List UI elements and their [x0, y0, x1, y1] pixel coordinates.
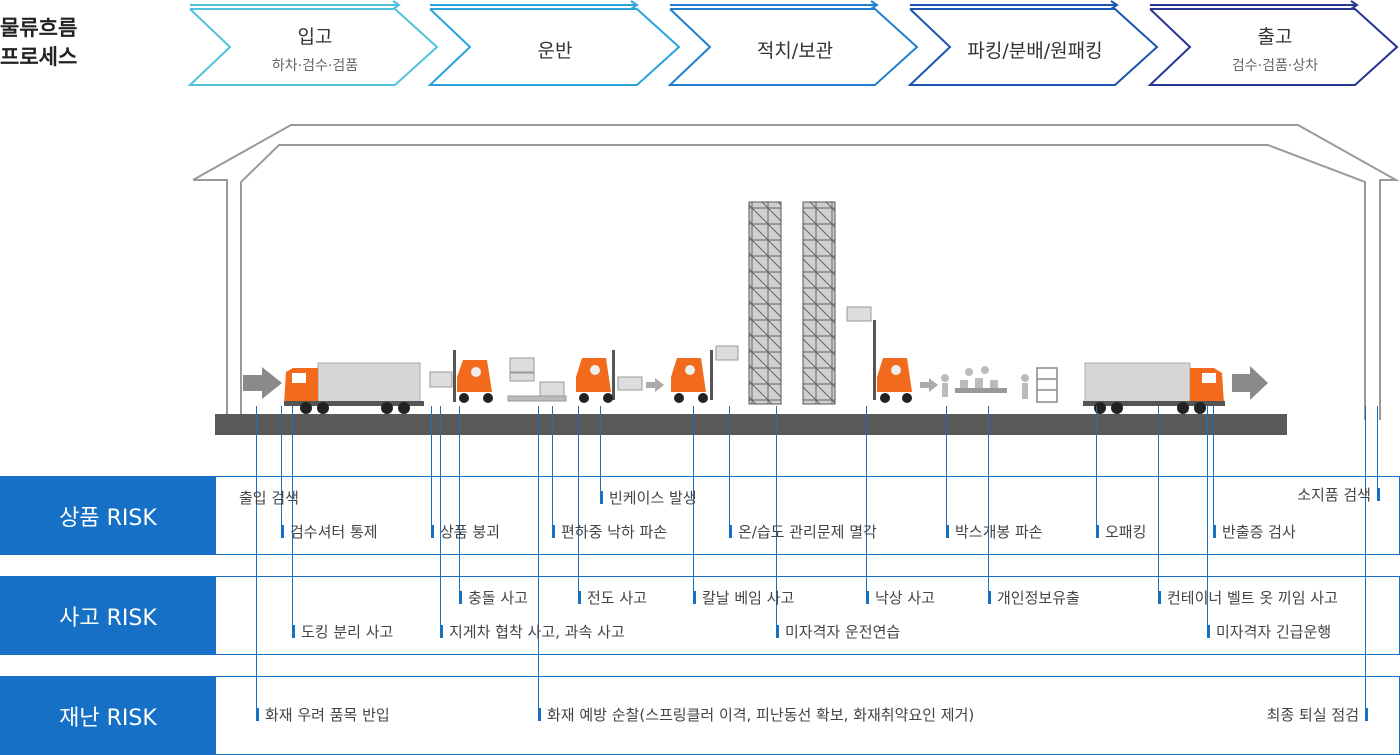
risk-fire-items: 화재 우려 품목 반입	[256, 706, 390, 724]
connector-line	[459, 406, 460, 598]
connector-line	[946, 406, 947, 534]
step-picking-title: 파킹/분배/원패킹	[967, 40, 1103, 62]
step-transport: 운반	[470, 36, 640, 63]
risk-box-open: 박스개봉 파손	[946, 523, 1043, 541]
forklift-icon-3	[671, 345, 739, 403]
inbound-truck-icon	[284, 362, 424, 414]
risk-shutter: 검수셔터 통제	[281, 523, 378, 541]
connector-line	[776, 406, 777, 634]
step-picking: 파킹/분배/원패킹	[950, 36, 1120, 63]
risk-belongings: 소지품 검색	[1297, 486, 1380, 504]
chevron-step-1	[187, 0, 439, 86]
risk-bincase: 빈케이스 발생	[600, 489, 697, 507]
risk-blade: 칼날 베임 사고	[693, 589, 794, 607]
step-storage-title: 적치/보관	[756, 40, 834, 62]
connector-line	[538, 406, 539, 714]
chevron-step-2	[427, 0, 681, 86]
step-outbound-sub: 검수·검품·상차	[1231, 58, 1319, 74]
warehouse-illustration	[192, 124, 1400, 435]
connector-line	[693, 406, 694, 598]
connector-line	[256, 406, 257, 714]
step-transport-title: 운반	[537, 40, 573, 62]
risk-return-slip: 반출증 검사	[1213, 523, 1296, 541]
outbound-arrow-icon	[1232, 366, 1268, 400]
step-outbound-title: 출고	[1257, 26, 1293, 48]
connector-line	[1207, 406, 1208, 634]
risk-tipover: 전도 사고	[578, 589, 647, 607]
picking-arrow-icon	[920, 378, 938, 392]
risk-emergency: 미자격자 긴급운행	[1207, 623, 1331, 641]
product-risk-label: 상품 RISK	[0, 476, 216, 555]
connector-line	[988, 406, 989, 598]
connector-line	[1377, 406, 1378, 498]
risk-privacy: 개인정보유출	[988, 589, 1080, 607]
step-inbound: 입고 하차·검수·검품	[230, 22, 400, 75]
process-chevrons	[187, 0, 1399, 86]
inbound-arrow-icon	[243, 367, 282, 399]
risk-patrol: 화재 예방 순찰(스프링클러 이격, 피난동선 확보, 화재취약요인 제거)	[538, 706, 974, 724]
chevron-step-4	[907, 0, 1159, 86]
storage-rack-icon-1	[748, 201, 782, 405]
connector-line	[292, 406, 293, 634]
risk-temp: 온/습도 관리문제 멸각	[729, 523, 877, 541]
connector-line	[440, 406, 441, 634]
title-line-2: 프로세스	[0, 45, 78, 69]
step-inbound-title: 입고	[297, 26, 333, 48]
step-inbound-sub: 하차·검수·검품	[271, 58, 359, 74]
warehouse-floor	[215, 414, 1287, 435]
accident-risk-label: 사고 RISK	[0, 576, 216, 655]
risk-unlicensed: 미자격자 운전연습	[776, 623, 900, 641]
connector-line	[1158, 406, 1159, 598]
step-storage: 적치/보관	[710, 36, 880, 63]
disaster-risk-label: 재난 RISK	[0, 676, 216, 755]
accident-risk-band	[216, 576, 1400, 655]
risk-falling: 낙상 사고	[866, 589, 935, 607]
forklift-icon-4	[846, 306, 912, 403]
connector-line	[729, 406, 730, 534]
risk-mispack: 오패킹	[1096, 523, 1146, 541]
connector-line	[600, 406, 601, 498]
transport-arrow-icon	[646, 378, 664, 392]
chevron-step-3	[667, 0, 919, 86]
risk-final-check: 최종 퇴실 점검	[1267, 706, 1368, 724]
product-risk-band	[216, 476, 1400, 555]
forklift-icon-1	[429, 350, 493, 403]
connector-line	[578, 406, 579, 598]
outbound-truck-icon	[1083, 362, 1225, 414]
warehouse-building	[192, 124, 1400, 420]
risk-belt: 컨테이너 벨트 옷 끼임 사고	[1158, 589, 1338, 607]
picking-workers-icon	[941, 366, 1029, 399]
chevron-step-5	[1147, 0, 1399, 86]
risk-drop: 편하중 낙하 파손	[552, 523, 667, 541]
connector-line	[1365, 406, 1366, 714]
pallet-stack-icon	[507, 357, 567, 402]
process-title: 물류흐름 프로세스	[0, 14, 77, 72]
connector-line	[431, 406, 432, 534]
risk-crash: 충돌 사고	[459, 589, 528, 607]
storage-rack-icon-2	[802, 201, 836, 405]
risk-docking: 도킹 분리 사고	[292, 623, 393, 641]
risk-forklift: 지게차 협착 사고, 과속 사고	[440, 623, 625, 641]
connector-line	[866, 406, 867, 598]
connector-line	[281, 406, 282, 534]
risk-collapse: 상품 붕괴	[431, 523, 500, 541]
cargo-cage-icon	[1036, 367, 1058, 403]
connector-line	[1096, 406, 1097, 534]
forklift-icon-2	[576, 350, 643, 403]
connector-line	[1213, 406, 1214, 534]
title-line-1: 물류흐름	[0, 16, 78, 40]
connector-line	[552, 406, 553, 534]
risk-entry-search: 출입 검색	[239, 489, 299, 507]
step-outbound: 출고 검수·검품·상차	[1190, 22, 1360, 75]
